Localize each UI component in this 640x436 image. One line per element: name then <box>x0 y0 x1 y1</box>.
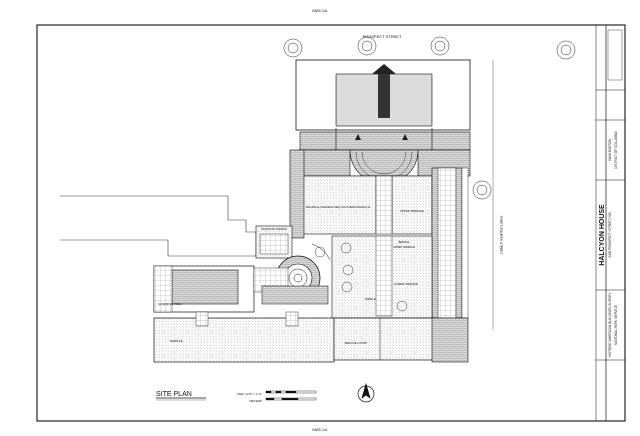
city-text: WASHINGTON <box>608 138 612 160</box>
west-garden: BOXWOOD GARDEN <box>255 149 305 259</box>
lower-terrace-group: BRIDGE UPPER TERRACE LOWER TERRACE TEMPL… <box>331 235 433 319</box>
plan-title: SITE PLAN <box>156 391 192 398</box>
room-upper-right-terrace: UPPER TERRACE <box>400 209 424 213</box>
room-bridge: BRIDGE <box>399 240 410 244</box>
sheet-code-bottom: HABS CAL <box>312 428 328 432</box>
district-text: DISTRICT OF COLUMBIA <box>614 130 618 168</box>
scale-feet-label: FEET 1/16" = 1'-0" <box>237 392 262 396</box>
room-swimming-pool: SWIMMING POOL <box>158 302 182 306</box>
room-upper-left-terrace: MAGNOLIA (GRANDIFLORA) SOUTHERN MAGNOLIA <box>306 205 371 209</box>
sheet-border <box>36 24 626 422</box>
sheet-code-top: HABS CAL <box>312 9 328 13</box>
room-terrace: TERRACE <box>169 339 182 343</box>
program-text: HISTORIC AMERICAN BUILDINGS SURVEY <box>608 292 612 358</box>
north-arrow-icon <box>357 382 375 403</box>
room-temple: TEMPLE <box>364 297 375 301</box>
street-trees-north <box>283 36 576 200</box>
terrace-group: TERRACE SERVICE COURT <box>153 311 469 363</box>
agency-text: NATIONAL PARK SERVICE <box>614 305 618 345</box>
street-label-north: PROSPECT STREET <box>363 34 402 39</box>
room-lower-terrace: LOWER TERRACE <box>394 282 418 286</box>
title-block: HALCYON HOUSE 3400 PROSPECT STREET, NW W… <box>595 25 625 421</box>
scale-meters-label: METERS <box>249 399 262 403</box>
neighbor-building <box>60 195 257 257</box>
room-east-terrace: UPPER TERRACE <box>393 245 415 249</box>
east-walk <box>431 167 469 319</box>
address-text: 3400 PROSPECT STREET, NW <box>608 212 612 258</box>
room-service-court: SERVICE COURT <box>345 341 368 345</box>
graphic-scale-bar <box>265 390 317 401</box>
main-house <box>295 59 471 151</box>
room-boxwood: BOXWOOD GARDEN <box>261 227 287 231</box>
plan-title-block: SITE PLAN FEET 1/16" = 1'-0" METERS <box>156 391 262 403</box>
house-name: HALCYON HOUSE <box>599 204 606 266</box>
street-label-east: THIRTY-FOURTH STREET <box>499 216 503 255</box>
upper-terrace-group: MAGNOLIA (GRANDIFLORA) SOUTHERN MAGNOLIA… <box>299 149 471 235</box>
swimming-pool: SWIMMING POOL <box>153 265 329 313</box>
